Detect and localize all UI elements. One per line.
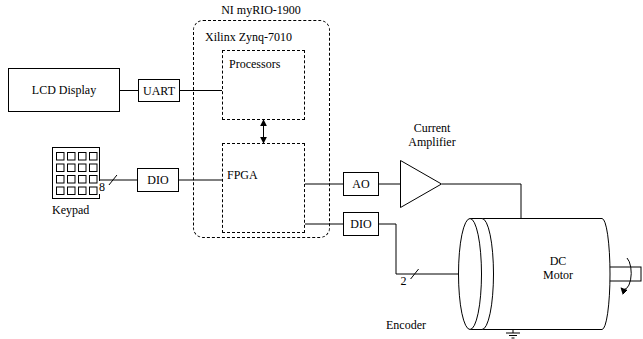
bus-width: 8	[98, 181, 106, 194]
node-label: Processors	[229, 57, 280, 71]
node-label: DIO	[147, 173, 168, 187]
keypad-icon: Keypad	[52, 147, 100, 199]
keypad-key	[90, 187, 98, 195]
node-label: DIO	[350, 217, 371, 231]
signal-wire	[180, 90, 222, 91]
motor-cylinder	[476, 219, 610, 330]
motor-shaft	[608, 267, 641, 281]
node-label: DC Motor	[536, 254, 580, 282]
keypad-key	[90, 153, 98, 161]
display-box: LCD Display	[8, 68, 120, 112]
keypad-key	[68, 187, 76, 195]
fpga-block: FPGA	[222, 143, 305, 233]
signal-wire	[442, 184, 521, 218]
encoder-disk: Encoder	[458, 218, 494, 330]
keypad-key	[57, 153, 65, 161]
node-label: LCD Display	[32, 83, 96, 97]
interface-box: DIO	[137, 168, 179, 192]
keypad-key	[79, 176, 87, 184]
ground-symbol	[506, 330, 520, 338]
keypad-drawing	[52, 147, 100, 199]
keypad-key	[68, 153, 76, 161]
keypad-key	[79, 187, 87, 195]
signal-wire	[179, 180, 222, 181]
signal-wire	[120, 90, 138, 91]
keypad-key	[68, 176, 76, 184]
keypad-key	[90, 176, 98, 184]
signal-wire	[305, 184, 343, 185]
keypad-key	[79, 153, 87, 161]
bus-slash	[411, 269, 419, 279]
interface-box: DIO	[343, 212, 379, 236]
keypad-key	[79, 164, 87, 172]
keypad-key	[57, 176, 65, 184]
keypad-frame	[53, 148, 100, 199]
node-label: NI myRIO-1900	[221, 3, 301, 17]
keypad-key	[57, 187, 65, 195]
node-label: FPGA	[227, 168, 258, 182]
signal-wire	[379, 184, 400, 185]
encoder-face	[459, 219, 482, 330]
processor-block: Processors	[222, 50, 305, 120]
amplifier-symbol	[401, 161, 442, 208]
motor-body: DC Motor	[476, 218, 610, 330]
bus-width: 2	[400, 275, 408, 288]
node-label: AO	[352, 177, 369, 191]
rotation-arrow	[621, 258, 631, 289]
interface-box: AO	[343, 172, 379, 196]
interface-box: UART	[138, 79, 180, 102]
node-label: Current Amplifier	[402, 121, 462, 149]
amplifier-triangle: Current Amplifier	[400, 160, 442, 208]
triangle-drawing	[400, 160, 442, 208]
keypad-key	[68, 164, 76, 172]
device-boundary: NI myRIO-1900ProcessorsFPGA	[193, 20, 330, 238]
chip-label: Xilinx Zynq-7010	[205, 30, 292, 44]
node-label: UART	[143, 84, 175, 98]
node-label: Encoder	[386, 318, 426, 332]
signal-wire	[379, 224, 458, 274]
node-label: Keypad	[52, 203, 89, 217]
signal-wire	[263, 120, 264, 143]
signal-wire	[305, 224, 343, 225]
keypad-key	[57, 164, 65, 172]
keypad-key	[90, 164, 98, 172]
encoder-drawing	[458, 218, 494, 330]
bus-slash	[109, 175, 117, 185]
